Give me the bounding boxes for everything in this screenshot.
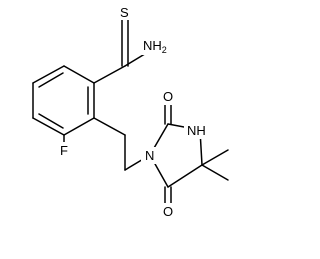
benzene-ring xyxy=(32,65,95,136)
bond-ring-c6-c1-inner xyxy=(38,72,64,88)
bond-c4-c5 xyxy=(167,164,203,188)
bond-ring-to-thiocarbon xyxy=(93,65,126,84)
bond-ring-to-ch2 xyxy=(93,117,126,136)
chemical-structure-diagram: S NH2 F N NH O O xyxy=(32,4,229,219)
bond-ring-c3-c4 xyxy=(63,117,95,136)
top-carbonyl-oxygen-label: O xyxy=(163,89,173,104)
sulfur-atom-label: S xyxy=(120,5,129,20)
atom-labels: S NH2 F N NH O O xyxy=(60,5,206,219)
hydantoin-ring xyxy=(149,95,229,211)
bond-c4-methyl-a xyxy=(201,149,229,166)
bond-ring-c6-c1 xyxy=(32,65,65,84)
fluorine-atom-label: F xyxy=(60,143,68,158)
ring-nh-atom-label: NH xyxy=(187,123,206,138)
bond-ring-c1-c2 xyxy=(63,65,95,84)
atom-label-masks xyxy=(56,4,210,219)
bond-c4-methyl-b xyxy=(201,164,229,181)
bond-ring-c4-c5-inner xyxy=(38,113,64,129)
ring-nitrogen-atom-label: N xyxy=(145,148,154,163)
amino-atom-label: NH2 xyxy=(143,38,167,55)
bottom-carbonyl-oxygen-label: O xyxy=(163,204,173,219)
bond-ring-c4-c5 xyxy=(32,117,65,136)
